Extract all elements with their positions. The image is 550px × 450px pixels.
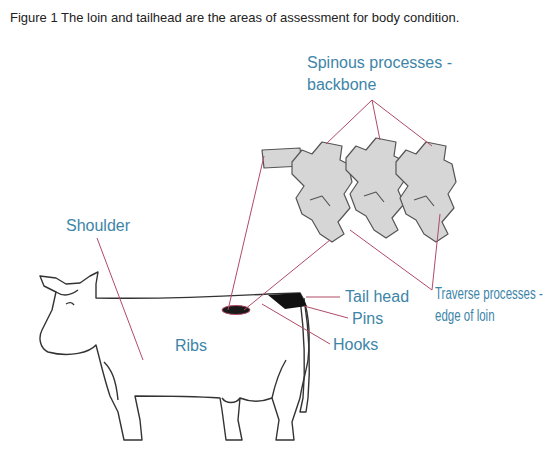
part-label: Pins [352,308,383,330]
part-label: Ribs [175,335,207,357]
leader-line [372,100,380,140]
tailhead-patch [268,293,307,309]
part-label: Traverse processes - edge of loin [435,283,543,327]
cow-tail [300,298,309,412]
part-label: Spinous processes - backbone [307,52,457,96]
cow-udder-line [222,398,240,403]
leader-line [244,240,330,310]
leader-line [306,297,340,298]
vertebra [396,142,456,242]
leader-line [304,306,348,318]
vertebra [292,142,352,242]
cow-ear [56,290,78,295]
leader-line [97,238,143,360]
leader-lines [97,100,440,360]
leader-line [372,100,432,146]
vertebra [346,138,406,238]
cow-hind-leg-line [272,360,286,398]
leader-line [262,304,330,344]
leader-line [228,156,264,310]
figure-title: Figure 1 The loin and tailhead are the a… [10,10,540,25]
loin-marker [222,306,250,315]
part-label: Hooks [333,334,378,356]
vertebra-notch [364,192,384,202]
leader-line [432,214,440,290]
leader-line [326,100,372,144]
cow-leg-line [104,362,118,400]
cow-eye [66,303,74,305]
leader-line [350,230,432,290]
vertebra-notch [310,196,330,206]
spine-illustration [262,138,456,242]
part-label: Shoulder [66,215,130,237]
cow-outline [40,272,309,440]
vertebra-notch [414,196,434,206]
part-label: Tail head [345,286,409,308]
cow-body [40,272,309,440]
